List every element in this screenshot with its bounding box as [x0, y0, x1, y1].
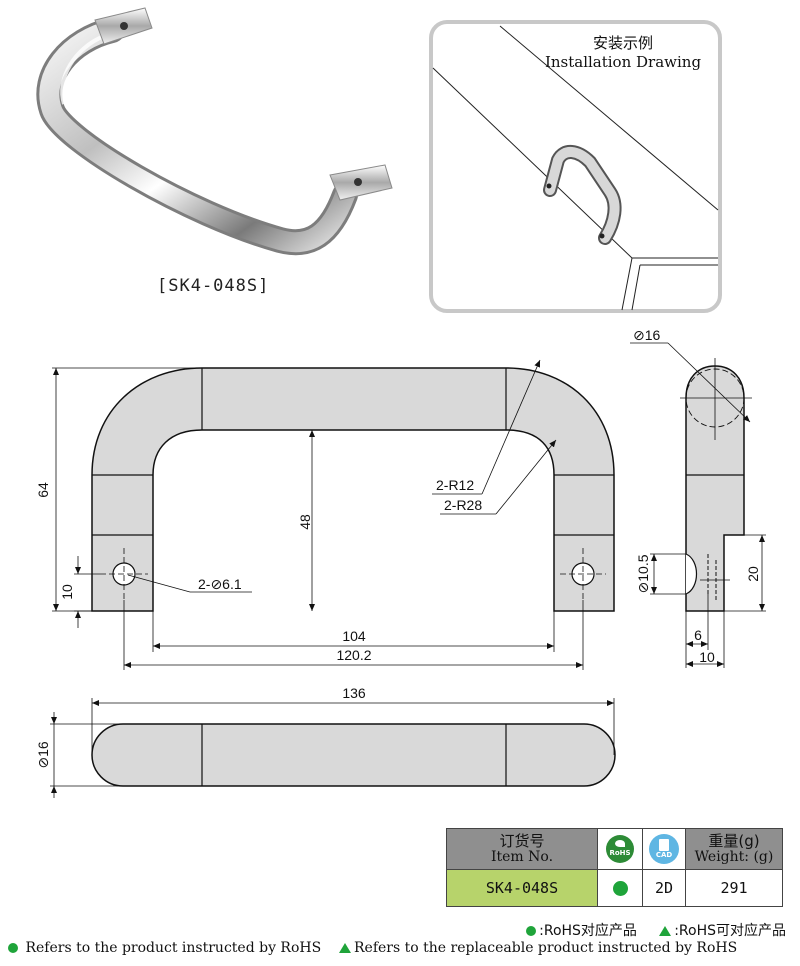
item-no-cell: SK4-048S — [446, 869, 598, 907]
dim-hole-offset: 10 — [59, 584, 75, 600]
legend-replaceable-en: Refers to the replaceable product instru… — [354, 940, 738, 956]
dim-overall-width: 136 — [342, 685, 366, 701]
dim-side-6: 6 — [694, 627, 702, 643]
mount-hole-icon — [354, 178, 362, 186]
dim-side-10: 10 — [699, 649, 715, 665]
weight-header: 重量(g) Weight: (g) — [685, 828, 783, 870]
legend-rohs-cn: :RoHS对应产品 — [539, 923, 637, 939]
rohs-header: RoHS — [597, 828, 643, 870]
weight-header-en: Weight: (g) — [694, 849, 774, 865]
legend-replaceable-cn: :RoHS可对应产品 — [674, 923, 786, 939]
rohs-cell — [597, 869, 643, 907]
side-view — [630, 342, 766, 668]
legend-en: Refers to the product instructed by RoHS… — [8, 940, 737, 956]
dim-inner-radius: 2-R12 — [436, 477, 474, 493]
dim-overall-height: 64 — [35, 482, 51, 498]
dim-diameter-side: ⊘16 — [35, 741, 51, 769]
installation-title-en: Installation Drawing — [545, 53, 702, 71]
item-header-cn: 订货号 — [499, 832, 545, 850]
front-view — [52, 359, 615, 670]
top-view — [50, 698, 616, 798]
dim-holes: 2-⊘6.1 — [198, 576, 242, 592]
rohs-icon: RoHS — [606, 835, 634, 863]
spec-table: 订货号 Item No. RoHS CAD 重量(g) Weight: (g) … — [446, 828, 783, 907]
dim-inner-width: 104 — [342, 628, 366, 644]
dim-diameter-top: ⊘16 — [633, 327, 661, 343]
legend-rohs-en: Refers to the product instructed by RoHS — [25, 940, 322, 956]
mount-hole-icon — [120, 22, 128, 30]
item-header-en: Item No. — [490, 849, 554, 865]
rohs-dot-icon — [8, 943, 18, 953]
installation-panel — [429, 20, 722, 313]
product-caption: [SK4-048S] — [157, 276, 269, 296]
cad-header: CAD — [642, 828, 686, 870]
rohs-dot-icon — [612, 881, 628, 896]
replaceable-triangle-icon — [659, 926, 672, 936]
rohs-dot-icon — [526, 926, 537, 936]
dim-side-height: 20 — [745, 566, 761, 582]
product-photo — [36, 7, 393, 256]
replaceable-triangle-icon — [339, 943, 352, 953]
dim-inner-height: 48 — [297, 514, 313, 530]
dim-hole-spacing: 120.2 — [336, 647, 371, 663]
weight-cell: 291 — [685, 869, 783, 907]
dim-outer-radius: 2-R28 — [444, 497, 482, 513]
cad-icon: CAD — [649, 834, 679, 864]
legend-cn: :RoHS对应产品 :RoHS可对应产品 — [526, 920, 786, 940]
installation-title-cn: 安装示例 — [593, 34, 653, 52]
weight-header-cn: 重量(g) — [708, 832, 760, 850]
dim-side-hole: ⊘10.5 — [635, 554, 651, 593]
cad-cell[interactable]: 2D — [642, 869, 686, 907]
table-row: SK4-048S 2D 291 — [446, 869, 783, 907]
item-header: 订货号 Item No. — [446, 828, 598, 870]
